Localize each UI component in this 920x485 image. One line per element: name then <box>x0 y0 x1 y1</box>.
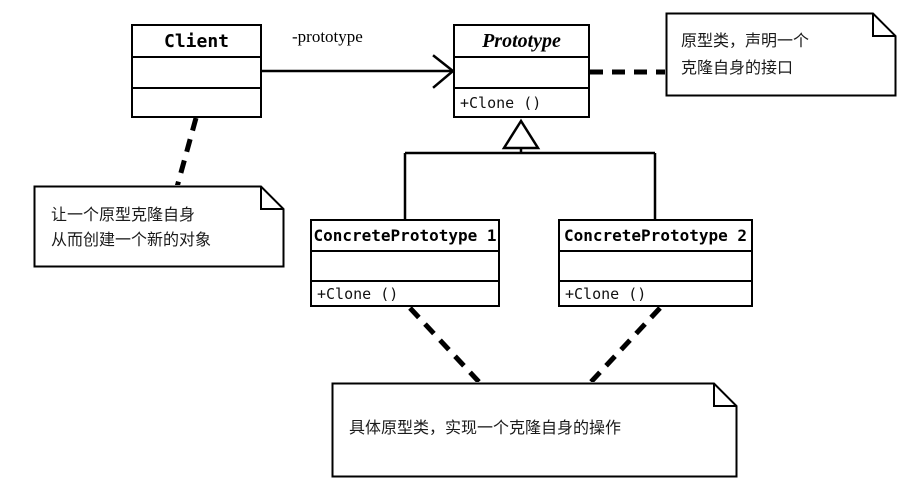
class-box-prototype[interactable]: Prototype +Clone () <box>453 24 590 118</box>
class-operations-concrete-prototype-1: +Clone () <box>317 284 399 303</box>
note-prototype-line-1: 原型类，声明一个 <box>681 31 810 50</box>
note-prototype[interactable]: 原型类，声明一个 克隆自身的接口 <box>665 12 897 97</box>
note-shape-prototype <box>665 12 897 97</box>
note-client-line-2: 从而创建一个新的对象 <box>51 230 212 249</box>
class-box-concrete-prototype-1[interactable]: ConcretePrototype 1 +Clone () <box>310 219 500 307</box>
association-client-prototype <box>262 54 455 89</box>
note-anchor-client <box>174 117 199 188</box>
class-operations-prototype: +Clone () <box>460 93 542 112</box>
class-attributes-client <box>133 58 260 89</box>
note-shape-concrete <box>331 382 738 478</box>
class-attributes-prototype <box>455 58 588 89</box>
class-operations-concrete-prototype-2: +Clone () <box>565 284 647 303</box>
class-attributes-concrete-prototype-2 <box>560 252 751 282</box>
note-anchor-concrete1 <box>408 306 482 385</box>
class-operations-client <box>133 89 260 116</box>
note-client[interactable]: 让一个原型克隆自身 从而创建一个新的对象 <box>33 185 285 268</box>
note-concrete-line-1: 具体原型类，实现一个克隆自身的操作 <box>349 418 622 437</box>
note-shape-client <box>33 185 285 268</box>
note-prototype-line-2: 克隆自身的接口 <box>681 58 794 77</box>
class-box-client[interactable]: Client <box>131 24 262 118</box>
class-name-prototype: Prototype <box>455 26 588 58</box>
association-label-prototype: -prototype <box>292 27 363 46</box>
class-name-concrete-prototype-2: ConcretePrototype 2 <box>560 221 751 252</box>
class-attributes-concrete-prototype-1 <box>312 252 498 282</box>
note-anchor-concrete2 <box>588 306 662 385</box>
class-name-client: Client <box>133 26 260 58</box>
class-box-concrete-prototype-2[interactable]: ConcretePrototype 2 +Clone () <box>558 219 753 307</box>
note-client-line-1: 让一个原型克隆自身 <box>51 205 196 224</box>
generalization-tree <box>403 118 657 220</box>
note-concrete-prototypes[interactable]: 具体原型类，实现一个克隆自身的操作 <box>331 382 738 478</box>
class-name-concrete-prototype-1: ConcretePrototype 1 <box>312 221 498 252</box>
